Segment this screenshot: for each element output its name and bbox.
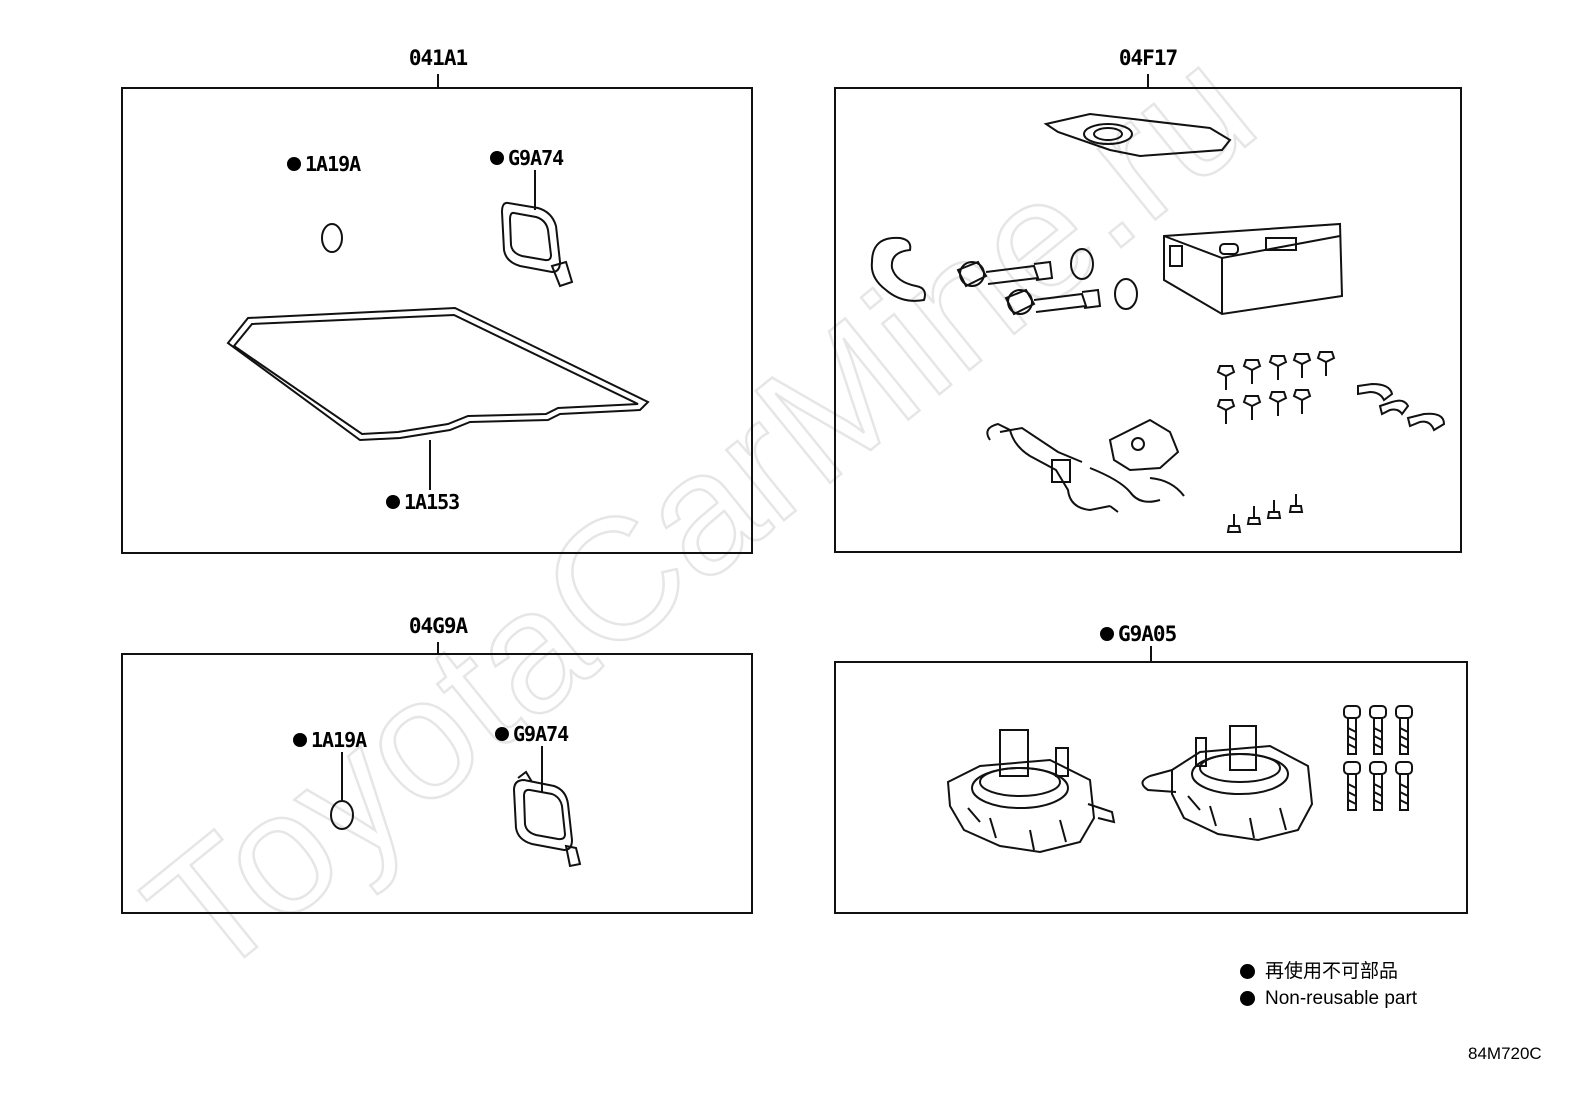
bolt-icon: [1216, 351, 1336, 424]
o-ring-icon: [321, 223, 343, 253]
o-ring-icon: [1070, 248, 1094, 280]
kit-label-G9A05: G9A05: [1100, 622, 1177, 646]
wire-harness-icon: [986, 418, 1185, 513]
non-reusable-dot: [386, 495, 400, 509]
non-reusable-dot: [293, 733, 307, 747]
part-label-1A19A: 1A19A: [293, 728, 367, 752]
screw-icon: [1226, 494, 1304, 533]
legend-text-jp: 再使用不可部品: [1265, 961, 1399, 982]
part-code: 1A19A: [305, 152, 361, 176]
bracket-box-icon: [1163, 222, 1344, 316]
kit-leader: [1147, 74, 1149, 88]
o-ring-icon: [330, 800, 354, 830]
non-reusable-dot: [1100, 627, 1114, 641]
kit-panel-04F17: [834, 87, 1462, 553]
legend-text-en: Non-reusable part: [1265, 988, 1418, 1009]
non-reusable-dot: [1240, 964, 1255, 979]
part-code: 1A153: [404, 490, 460, 514]
non-reusable-dot: [495, 727, 509, 741]
part-label-1A19A: 1A19A: [287, 152, 361, 176]
kit-leader: [1150, 646, 1152, 662]
hose-icon: [870, 236, 926, 302]
kit-leader: [437, 642, 439, 654]
kit-label-041A1: 041A1: [408, 46, 468, 70]
clamp-icon: [1357, 382, 1446, 432]
legend: 再使用不可部品 Non-reusable part: [1240, 958, 1417, 1012]
part-label-G9A74: G9A74: [490, 146, 564, 170]
illustration-code: 84M720C: [1468, 1044, 1542, 1063]
kit-panel-G9A05: [834, 661, 1468, 914]
kit-panel-041A1: [121, 87, 753, 554]
actuator-assembly-icon: [946, 729, 1116, 854]
pan-gasket-icon: [226, 306, 650, 490]
legend-row-jp: 再使用不可部品: [1240, 958, 1417, 985]
part-code: G9A74: [508, 146, 564, 170]
o-ring-icon: [1114, 278, 1138, 310]
kit-leader: [437, 74, 439, 88]
non-reusable-dot: [287, 157, 301, 171]
gasket-icon: [500, 170, 574, 288]
legend-row-en: Non-reusable part: [1240, 985, 1417, 1012]
gasket-icon: [512, 770, 582, 868]
kit-label-04F17: 04F17: [1118, 46, 1178, 70]
part-label-G9A74: G9A74: [495, 722, 569, 746]
actuator-assembly-icon: [1141, 725, 1314, 842]
bolt-icon: [1343, 705, 1413, 811]
non-reusable-dot: [490, 151, 504, 165]
part-label-1A153: 1A153: [386, 490, 460, 514]
part-code: 1A19A: [311, 728, 367, 752]
kit-panel-04G9A: [121, 653, 753, 914]
kit-label-04G9A: 04G9A: [408, 614, 468, 638]
cover-plate-icon: [1043, 112, 1232, 158]
part-code: G9A74: [513, 722, 569, 746]
non-reusable-dot: [1240, 991, 1255, 1006]
kit-code: G9A05: [1118, 622, 1177, 646]
pipe-icon: [956, 260, 1102, 316]
